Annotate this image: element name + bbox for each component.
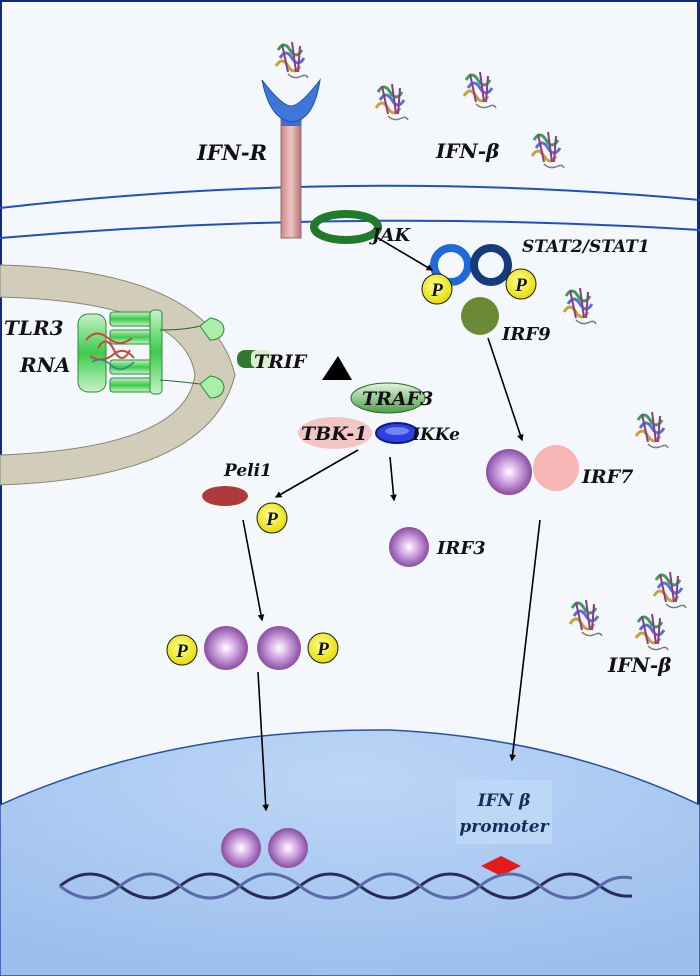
peli1-phospho [256,502,288,534]
phospho-label: P [514,275,527,296]
irf9-protein [461,297,499,335]
trif-protein [237,350,271,368]
jak-label: JAK [369,225,411,246]
phospho-label: P [430,280,443,301]
traf3-label: TRAF3 [362,388,433,410]
rna-label: RNA [19,353,70,377]
ifn-beta-top-label: IFN-β [435,139,499,163]
ikke-to-irf3-arrow [389,456,397,502]
irf7-to-promoter-arrow [509,519,541,762]
nucleus [0,729,700,976]
irf3-protein [389,527,429,567]
irf3-label: IRF3 [436,538,486,559]
endosome-membrane [0,264,236,486]
irf9-label: IRF9 [501,324,551,345]
tbk1-label: TBK-1 [301,423,367,445]
traf3-protein [350,382,426,414]
plasma-membrane-outer [0,184,700,209]
dimer-to-nucleus-arrow [257,671,270,812]
phospho-irf-dimer [166,626,339,670]
trif-label: TRIF [254,351,308,373]
jak-ring [310,210,382,244]
tlr3-label: TLR3 [4,316,64,340]
peli1-label: Peli1 [223,461,272,481]
ikke-label: IKKe [411,425,460,445]
peli1-to-dimer-arrow [242,519,265,622]
promoter-label-line2: promoter [459,817,549,837]
stat2-phospho [421,273,453,305]
plasma-membrane-inner [0,219,700,239]
peli1-protein [202,486,248,506]
nuclear-irf-dimer [221,828,308,868]
phospho-label: P [175,641,188,662]
ifn-beta-right-label: IFN-β [607,653,671,677]
irf7-protein [486,449,532,495]
irf7-label: IRF7 [581,466,633,488]
stat-dimer [430,244,512,286]
tbk1-protein [298,417,372,449]
phospho-label: P [265,509,278,530]
ifn-r-label: IFN-R [196,140,267,165]
irf7-partner [533,445,579,491]
dna-helix-icon [59,872,633,900]
irf9-to-irf7-arrow [487,337,524,442]
jak-to-stat-arrow [377,237,434,271]
tbk1-to-peli1-arrow [274,449,359,498]
trif-traf3-arrowhead [322,356,352,380]
promoter-box [456,780,552,844]
arrows [242,237,541,812]
promoter-label-line1: IFN β [477,791,531,811]
tlr3-receptor-complex [77,309,225,399]
promoter-element [481,856,521,876]
ifn-receptor [261,78,321,239]
stat1-phospho [505,268,537,300]
phospho-label: P [316,639,329,660]
stat-label: STAT2/STAT1 [522,237,650,257]
